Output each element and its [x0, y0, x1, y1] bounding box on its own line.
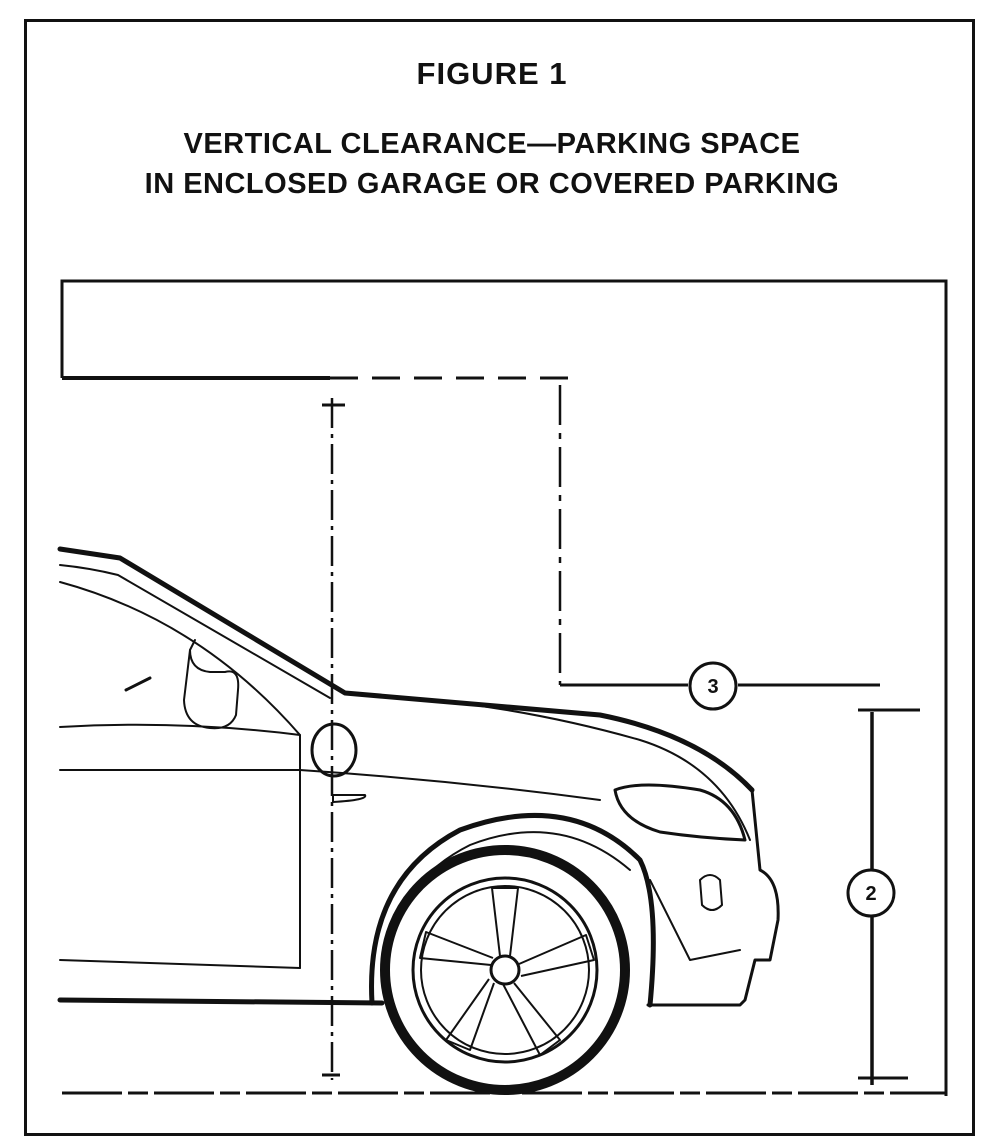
rim-inner: [420, 885, 590, 1055]
fuel-cap: [310, 722, 358, 778]
headlight: [613, 783, 747, 842]
side-line: [124, 676, 152, 692]
callout-2-label: 2: [865, 883, 876, 905]
wheel-arch: [369, 813, 656, 1008]
callout-3: 3: [688, 661, 738, 711]
rim-outer: [411, 876, 599, 1064]
figure-title: FIGURE 1: [416, 56, 568, 91]
front-bumper: [646, 788, 780, 1007]
tire: [380, 845, 630, 1095]
lower-bumper-line: [649, 879, 741, 961]
callout-2: 2: [846, 868, 896, 918]
mirror: [183, 649, 240, 730]
hood-line: [344, 692, 751, 841]
dimension-lines: [322, 385, 920, 1085]
spokes: [419, 887, 595, 1056]
callout-2-circle: [846, 868, 896, 918]
window-sill: [59, 723, 301, 736]
fog-light: [699, 874, 723, 911]
door-bottom: [59, 959, 301, 969]
rocker-panel: [57, 997, 385, 1006]
windshield-inner: [59, 564, 331, 699]
mirror-stem: [189, 639, 196, 651]
a-pillar: [59, 581, 301, 969]
figure-caption-line-1: VERTICAL CLEARANCE—PARKING SPACE: [183, 128, 801, 160]
vehicle: [57, 546, 780, 1008]
wheel: [380, 845, 630, 1095]
figure-caption-line-2: IN ENCLOSED GARAGE OR COVERED PARKING: [144, 168, 840, 200]
callout-3-label: 3: [707, 676, 718, 698]
callout-3-circle: [688, 661, 738, 711]
roof-line: [57, 546, 755, 793]
ceiling-beam: [60, 279, 948, 1096]
door-handle: [332, 794, 367, 803]
fender-line: [299, 769, 601, 801]
garage-structure: [60, 279, 948, 1096]
hub: [489, 954, 521, 986]
